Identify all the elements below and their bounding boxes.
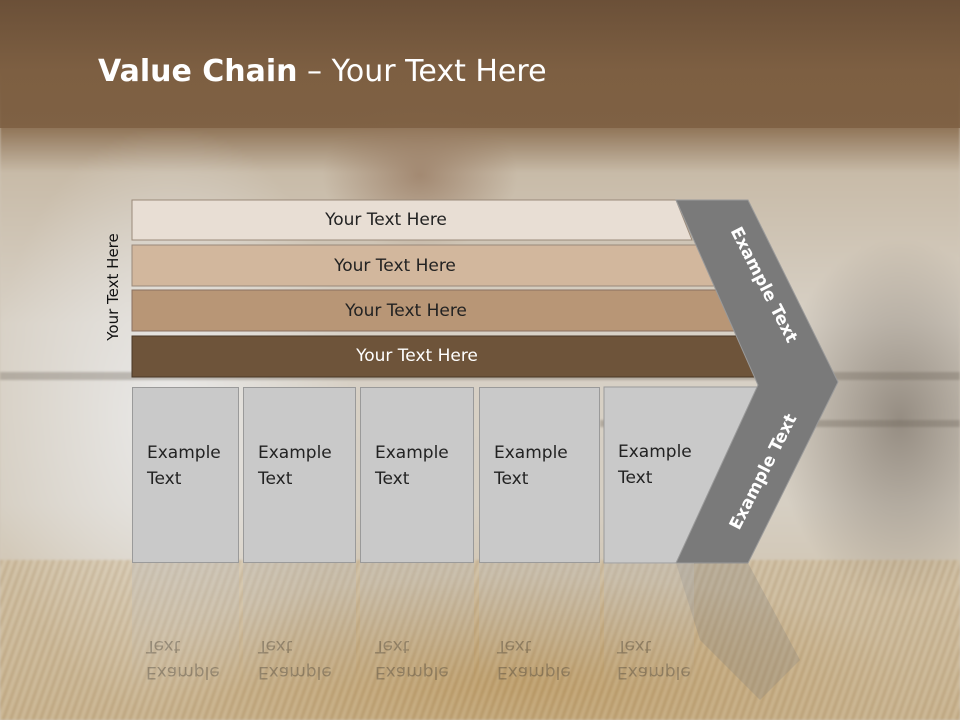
hay-floor	[0, 560, 960, 720]
stripe-2[interactable]: Your Text Here	[132, 246, 698, 286]
stripe-3-label: Your Text Here	[345, 301, 467, 321]
title-bold: Value Chain	[98, 54, 298, 89]
box-1-line1: Example	[147, 443, 221, 463]
stripe-4-label: Your Text Here	[356, 346, 478, 366]
chevron-reflection	[676, 563, 800, 700]
box-4-line1: Example	[494, 443, 568, 463]
box-2-line2: Text	[258, 469, 293, 489]
stripe-1-shape[interactable]	[131, 199, 693, 241]
chevron-arrow[interactable]	[675, 199, 839, 564]
activity-box-2[interactable]: Example Text	[243, 387, 356, 563]
stripe-1[interactable]: Your Text Here	[132, 200, 680, 240]
title-band	[0, 0, 960, 128]
activity-box-1[interactable]: Example Text	[132, 387, 239, 563]
stripe-2-label: Your Text Here	[334, 256, 456, 276]
title-rest: – Your Text Here	[297, 54, 547, 89]
activity-box-3[interactable]: Example Text	[360, 387, 474, 563]
box-2-line1: Example	[258, 443, 332, 463]
box-3-line2: Text	[375, 469, 410, 489]
box-5-line1: Example	[618, 442, 692, 462]
box-4-line2: Text	[494, 469, 529, 489]
box-3-line1: Example	[375, 443, 449, 463]
stripe-4[interactable]: Your Text Here	[132, 336, 742, 376]
activity-box-5[interactable]: Example Text	[604, 387, 704, 563]
stripe-3[interactable]: Your Text Here	[132, 291, 720, 331]
stripe-1-label: Your Text Here	[325, 210, 447, 230]
box-5-line2: Text	[618, 468, 653, 488]
box-1-line2: Text	[147, 469, 182, 489]
activity-box-4[interactable]: Example Text	[479, 387, 600, 563]
slide-title[interactable]: Value Chain – Your Text Here	[98, 54, 547, 89]
